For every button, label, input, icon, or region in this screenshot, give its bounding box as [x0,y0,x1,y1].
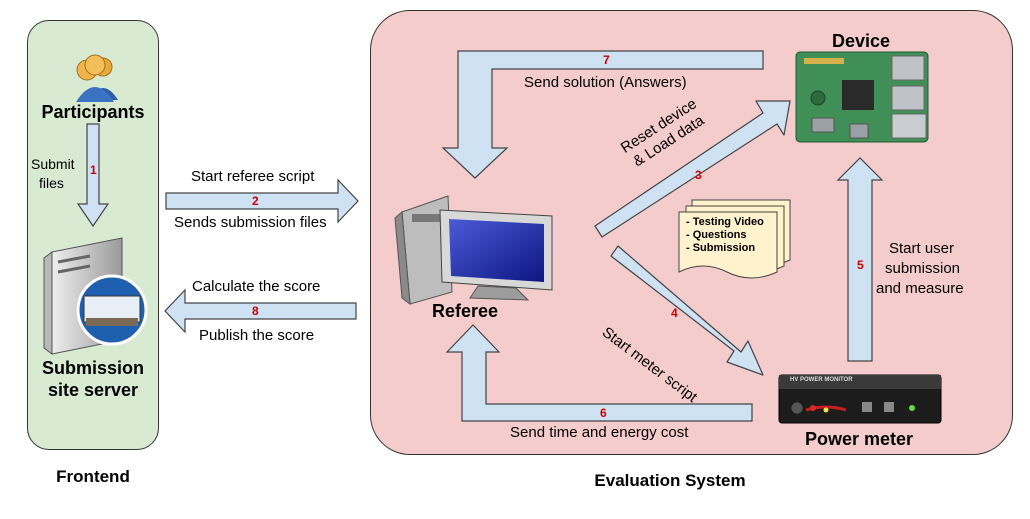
arrow-step-5 [836,157,884,362]
step-8-label-below: Publish the score [199,327,315,344]
device-label: Device [831,31,891,51]
step-1-number: 1 [90,163,97,177]
step-5-label-line1: Start user [889,240,955,257]
server-icon [43,237,148,355]
step-2-number: 2 [252,194,259,208]
step-5-label-line2: submission [885,260,961,277]
step-3-number: 3 [695,168,702,182]
arrow-step-8 [164,288,357,334]
data-document-icon [678,199,791,279]
frontend-caption: Frontend [56,467,130,486]
arrow-step-2 [165,178,359,224]
step-7-number: 7 [603,53,610,67]
step-6-number: 6 [600,406,607,420]
step-2-label-above: Start referee script [191,168,315,185]
step-5-number: 5 [857,258,864,272]
step-8-number: 8 [252,304,259,318]
arrow-step-4 [610,245,764,376]
step-8-label-above: Calculate the score [192,278,321,295]
arrow-step-1 [76,123,110,228]
step-5-label-line3: and measure [876,280,964,297]
power-meter-icon [778,374,942,424]
participants-icon [76,54,118,102]
participants-label: Participants [41,102,145,122]
power-meter-label: Power meter [804,429,914,449]
step-2-label-below: Sends submission files [174,214,327,231]
device-board-icon [795,51,929,143]
step-4-number: 4 [671,306,678,320]
evaluation-system-caption: Evaluation System [594,471,746,490]
arrow-step-6 [445,324,753,422]
arrow-step-7 [441,50,764,179]
doc-item-testing-video: - Testing Video [686,216,764,228]
referee-label: Referee [431,301,499,321]
arrow-step-3 [594,100,791,238]
submission-server-label-line2: site server [47,380,139,400]
doc-item-submission: - Submission [686,242,756,254]
power-monitor-text: HV POWER MONITOR [790,377,853,383]
referee-computer-icon [394,195,553,306]
submission-server-label-line1: Submission [41,358,144,378]
data-document-text: - Testing Video - Questions - Submission [686,216,764,255]
doc-item-questions: - Questions [686,229,747,241]
step-6-label: Send time and energy cost [510,424,689,441]
step-7-label: Send solution (Answers) [524,74,687,91]
submit-files-label-line1: Submit [31,156,75,172]
submit-files-label-line2: files [39,175,64,191]
